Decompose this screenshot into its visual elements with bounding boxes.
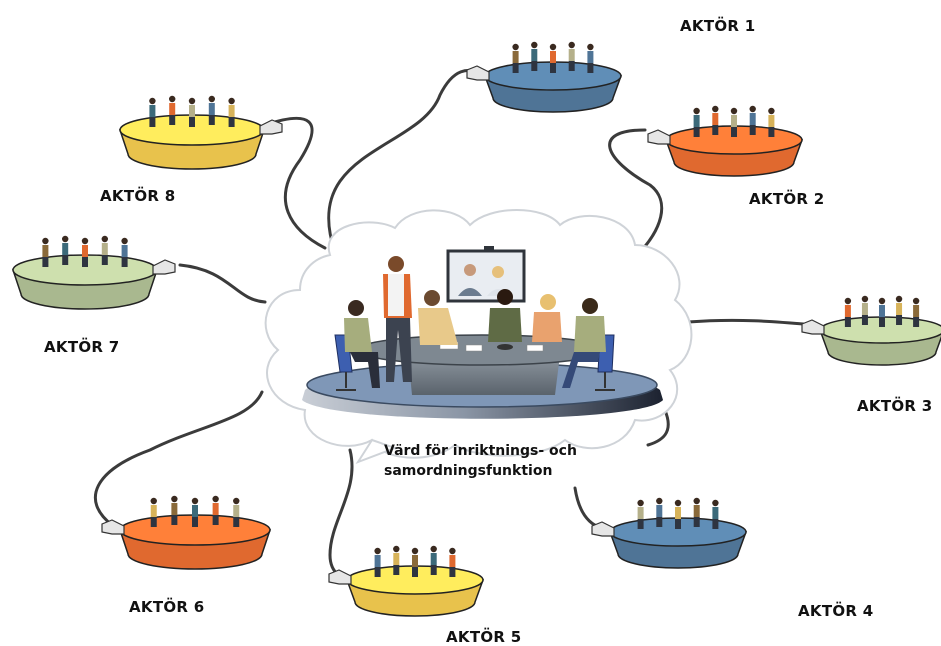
person-figure	[531, 49, 538, 61]
meeting-stage	[302, 246, 663, 419]
label-aktor-8: AKTÖR 8	[100, 187, 176, 205]
label-aktor-6: AKTÖR 6	[129, 598, 205, 616]
label-aktor-2: AKTÖR 2	[749, 190, 825, 208]
person-figure	[171, 503, 178, 515]
connection-cables	[93, 68, 817, 582]
platform-aktor-1	[466, 41, 623, 113]
person-figure	[149, 105, 156, 117]
platform-aktor-6	[101, 495, 272, 570]
person-figure	[430, 553, 437, 565]
label-aktor-4: AKTÖR 4	[798, 602, 874, 620]
person-figure	[449, 555, 456, 567]
label-aktor-1: AKTÖR 1	[680, 17, 756, 35]
person-figure	[82, 245, 88, 257]
person-figure	[675, 507, 681, 519]
person-figure	[587, 51, 594, 63]
person-figure	[101, 243, 108, 255]
plug-icon	[466, 65, 490, 81]
person-figure	[42, 245, 49, 257]
person-figure	[844, 305, 851, 317]
person-figure	[189, 105, 195, 117]
person-figure	[879, 305, 885, 317]
platform-aktor-5	[328, 545, 485, 617]
plug-icon	[328, 569, 352, 585]
plug-icon	[101, 519, 125, 535]
person-figure	[712, 507, 719, 519]
platform-aktor-4	[591, 497, 748, 569]
plug-icon	[801, 319, 825, 335]
person-figure	[393, 553, 400, 565]
person-figure	[62, 243, 69, 255]
person-figure	[512, 51, 519, 63]
host-caption-line-2: samordningsfunktion	[384, 463, 553, 479]
person-figure	[861, 303, 868, 315]
cable-aktor-1	[327, 68, 482, 254]
person-figure	[150, 505, 157, 517]
person-figure	[169, 103, 176, 115]
plug-icon	[259, 119, 283, 135]
person-figure	[550, 51, 556, 63]
person-figure	[568, 49, 575, 61]
cloud-tail	[355, 438, 398, 464]
person-figure	[749, 113, 756, 125]
person-figure	[693, 505, 700, 517]
person-figure	[192, 505, 198, 517]
meeting-participants	[344, 256, 606, 388]
host-caption: Värd för inriktnings- och samordningsfun…	[384, 441, 577, 481]
platform-aktor-2	[647, 105, 804, 177]
person-figure	[712, 113, 719, 125]
person-figure	[121, 245, 128, 257]
person-figure	[913, 305, 920, 317]
cable-aktor-2	[608, 128, 664, 264]
label-aktor-7: AKTÖR 7	[44, 338, 120, 356]
person-figure	[212, 503, 219, 515]
plug-icon	[152, 259, 176, 275]
host-caption-line-1: Värd för inriktnings- och	[384, 443, 577, 459]
person-figure	[412, 555, 418, 567]
person-figure	[656, 505, 663, 517]
label-aktor-5: AKTÖR 5	[446, 628, 522, 646]
person-figure	[637, 507, 644, 519]
person-figure	[768, 115, 775, 127]
cable-aktor-8	[263, 116, 327, 250]
platform-aktor-7	[11, 235, 176, 310]
platform-aktor-3	[801, 295, 941, 366]
cable-aktor-7	[178, 263, 267, 304]
person-figure	[731, 115, 737, 127]
cable-aktor-6	[93, 390, 264, 527]
plug-icon	[647, 129, 671, 145]
label-aktor-3: AKTÖR 3	[857, 397, 933, 415]
person-figure	[228, 105, 235, 117]
platform-aktor-8	[118, 95, 283, 170]
person-figure	[208, 103, 215, 115]
person-figure	[693, 115, 700, 127]
person-figure	[896, 303, 903, 315]
person-figure	[374, 555, 381, 567]
plug-icon	[591, 521, 615, 537]
person-figure	[233, 505, 240, 517]
